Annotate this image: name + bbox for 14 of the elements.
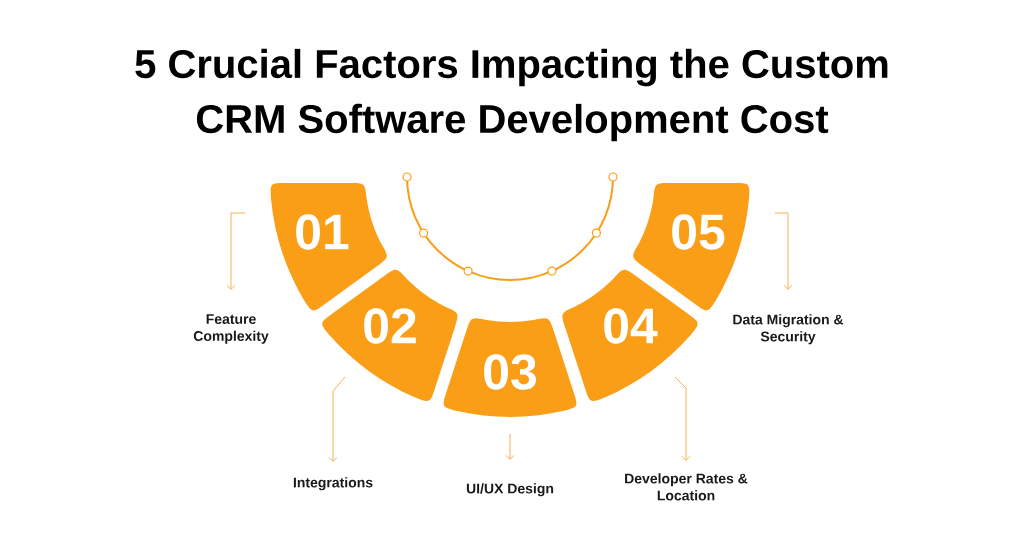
leader-arrow	[774, 212, 793, 290]
segment-tile: 04	[562, 269, 698, 402]
segment-tile: 03	[443, 318, 577, 417]
factor-label: Integrations	[293, 477, 373, 491]
leader-arrow	[328, 376, 346, 462]
factor-label: Feature Complexity	[193, 314, 269, 344]
factor-label: Data Migration & Security	[733, 314, 844, 345]
leader-arrow	[674, 376, 691, 461]
leader-arrow	[226, 212, 246, 290]
title: 5 Crucial Factors Impacting the Custom CRM Software Development Cost	[135, 48, 888, 142]
factor-label: UI/UX Design	[466, 483, 554, 497]
leader-arrow	[505, 433, 515, 460]
segment-tile: 02	[322, 269, 458, 402]
factor-label: Developer Rates & Location	[625, 473, 748, 501]
